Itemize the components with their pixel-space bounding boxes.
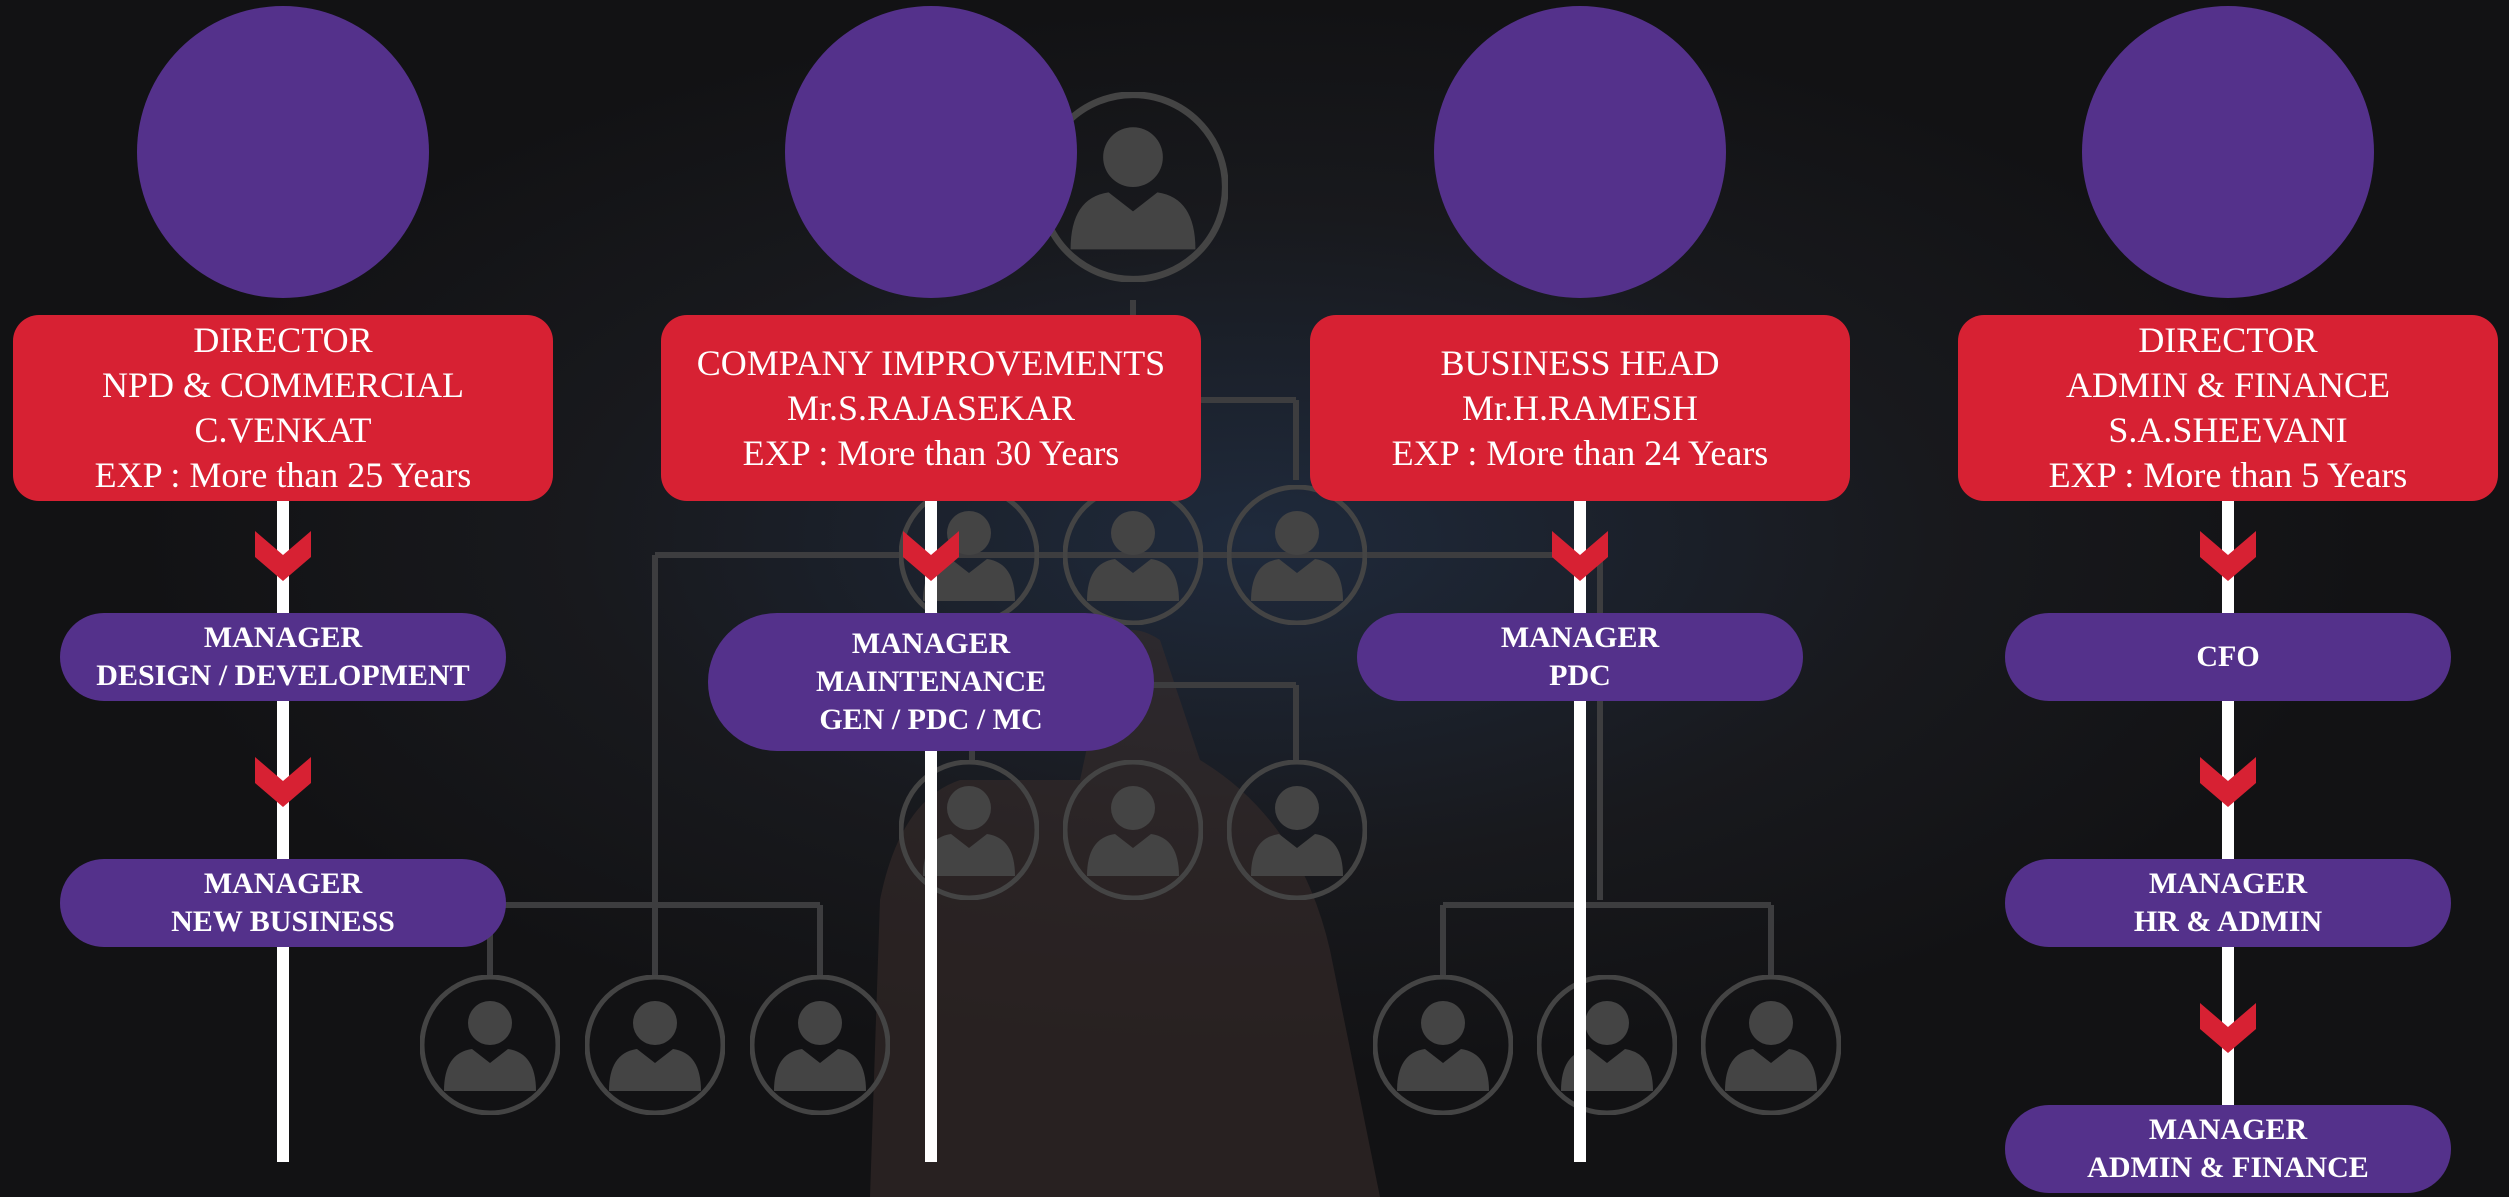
manager-title: MANAGER [2148, 867, 2308, 900]
avatar-placeholder [2082, 6, 2374, 298]
head-title: COMPANY IMPROVEMENTS [696, 342, 1166, 383]
manager-title: CFO [2196, 640, 2260, 673]
head-title: BUSINESS HEAD [1440, 342, 1720, 383]
manager-box-maintenance: MANAGER MAINTENANCE GEN / PDC / MC [708, 613, 1154, 751]
manager-title: MANAGER [1500, 621, 1660, 654]
chevron-down-icon [255, 757, 311, 807]
chevron-down-icon [2200, 531, 2256, 581]
head-title: DIRECTOR [2138, 320, 2318, 360]
manager-title: MANAGER [851, 627, 1011, 660]
org-column-business-head: BUSINESS HEAD Mr.H.RAMESH EXP : More tha… [1310, 0, 1850, 1197]
manager-area: MAINTENANCE [815, 665, 1046, 698]
manager-box-design-development: MANAGER DESIGN / DEVELOPMENT [60, 613, 506, 701]
director-box: DIRECTOR NPD & COMMERCIAL C.VENKAT EXP :… [13, 315, 553, 501]
head-box: COMPANY IMPROVEMENTS Mr.S.RAJASEKAR EXP … [661, 315, 1201, 501]
head-department: ADMIN & FINANCE [2066, 365, 2390, 405]
chevron-down-icon [1552, 531, 1608, 581]
head-name: C.VENKAT [194, 410, 372, 450]
head-name: Mr.S.RAJASEKAR [786, 387, 1076, 428]
head-name: Mr.H.RAMESH [1461, 387, 1699, 428]
manager-subarea: GEN / PDC / MC [819, 703, 1043, 736]
head-experience: EXP : More than 24 Years [1391, 432, 1769, 473]
head-name: S.A.SHEEVANI [2108, 410, 2348, 450]
org-column-npd-commercial: DIRECTOR NPD & COMMERCIAL C.VENKAT EXP :… [13, 0, 553, 1197]
head-department: NPD & COMMERCIAL [101, 365, 465, 405]
chevron-down-icon [2200, 1003, 2256, 1053]
manager-title: MANAGER [203, 621, 363, 654]
chevron-down-icon [903, 531, 959, 581]
manager-box-admin-finance: MANAGER ADMIN & FINANCE [2005, 1105, 2451, 1193]
org-column-admin-finance: DIRECTOR ADMIN & FINANCE S.A.SHEEVANI EX… [1958, 0, 2498, 1197]
manager-box-pdc: MANAGER PDC [1357, 613, 1803, 701]
manager-box-cfo: CFO [2005, 613, 2451, 701]
org-column-company-improvements: COMPANY IMPROVEMENTS Mr.S.RAJASEKAR EXP … [661, 0, 1201, 1197]
director-box: DIRECTOR ADMIN & FINANCE S.A.SHEEVANI EX… [1958, 315, 2498, 501]
avatar-placeholder [1434, 6, 1726, 298]
head-box: BUSINESS HEAD Mr.H.RAMESH EXP : More tha… [1310, 315, 1850, 501]
avatar-placeholder [137, 6, 429, 298]
head-experience: EXP : More than 25 Years [94, 455, 472, 495]
chevron-down-icon [2200, 757, 2256, 807]
chevron-down-icon [255, 531, 311, 581]
manager-title: MANAGER [203, 867, 363, 900]
manager-area: PDC [1549, 659, 1611, 692]
head-experience: EXP : More than 5 Years [2048, 455, 2408, 495]
manager-title: MANAGER [2148, 1113, 2308, 1146]
manager-area: DESIGN / DEVELOPMENT [96, 659, 470, 692]
manager-box-new-business: MANAGER NEW BUSINESS [60, 859, 506, 947]
manager-area: NEW BUSINESS [171, 905, 395, 938]
manager-box-hr-admin: MANAGER HR & ADMIN [2005, 859, 2451, 947]
manager-area: HR & ADMIN [2133, 905, 2323, 938]
manager-area: ADMIN & FINANCE [2087, 1151, 2369, 1184]
head-experience: EXP : More than 30 Years [742, 432, 1120, 473]
avatar-placeholder [785, 6, 1077, 298]
head-title: DIRECTOR [193, 320, 373, 360]
